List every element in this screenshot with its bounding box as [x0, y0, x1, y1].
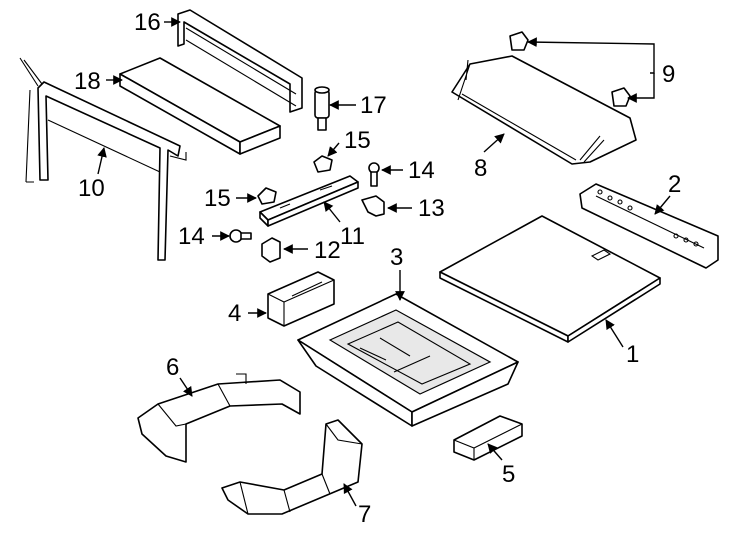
part-9-pins — [509, 31, 631, 107]
callout-10: 10 — [78, 175, 105, 202]
callout-15-upper: 15 — [344, 127, 371, 154]
callout-17: 17 — [360, 92, 387, 119]
part-16-bar — [177, 9, 303, 113]
part-1-floor — [439, 215, 661, 343]
callout-9: 9 — [662, 61, 675, 88]
callout-4: 4 — [228, 300, 241, 327]
part-15a-cap — [313, 155, 333, 173]
callout-7: 7 — [358, 501, 371, 528]
callout-15-lower: 15 — [204, 185, 231, 212]
callout-13: 13 — [418, 195, 445, 222]
callout-18: 18 — [74, 68, 101, 95]
callout-5: 5 — [502, 461, 515, 488]
callout-labels: 1 2 3 4 5 6 7 8 9 10 11 12 13 14 14 15 1… — [74, 9, 681, 528]
part-7-support — [221, 419, 363, 515]
callout-12: 12 — [314, 237, 341, 264]
part-10-frame — [19, 57, 187, 261]
trim-holes — [597, 189, 699, 247]
callout-16: 16 — [134, 9, 161, 36]
part-2-trim — [579, 183, 719, 269]
part-11-rail — [259, 175, 359, 227]
part-14a-bolt — [368, 162, 380, 187]
leader-lines — [97, 17, 671, 507]
part-18-board — [119, 57, 281, 155]
part-13-clip — [361, 195, 385, 217]
part-12-clip — [261, 237, 281, 263]
callout-2: 2 — [668, 171, 681, 198]
callout-11: 11 — [340, 223, 365, 250]
part-17-post — [314, 86, 330, 131]
part-14b-bolt — [229, 229, 252, 243]
part-5-block — [453, 415, 523, 461]
callout-14-upper: 14 — [408, 157, 435, 184]
part-3-tray — [297, 293, 519, 427]
callout-3: 3 — [390, 244, 403, 271]
part-6-support — [137, 373, 301, 463]
callout-6: 6 — [166, 354, 179, 381]
callout-1: 1 — [626, 341, 639, 368]
part-4-block — [267, 271, 335, 327]
callout-14-lower: 14 — [178, 223, 205, 250]
callout-8: 8 — [474, 155, 487, 182]
part-15b-cap — [257, 187, 277, 205]
part-8-cover — [451, 55, 637, 165]
